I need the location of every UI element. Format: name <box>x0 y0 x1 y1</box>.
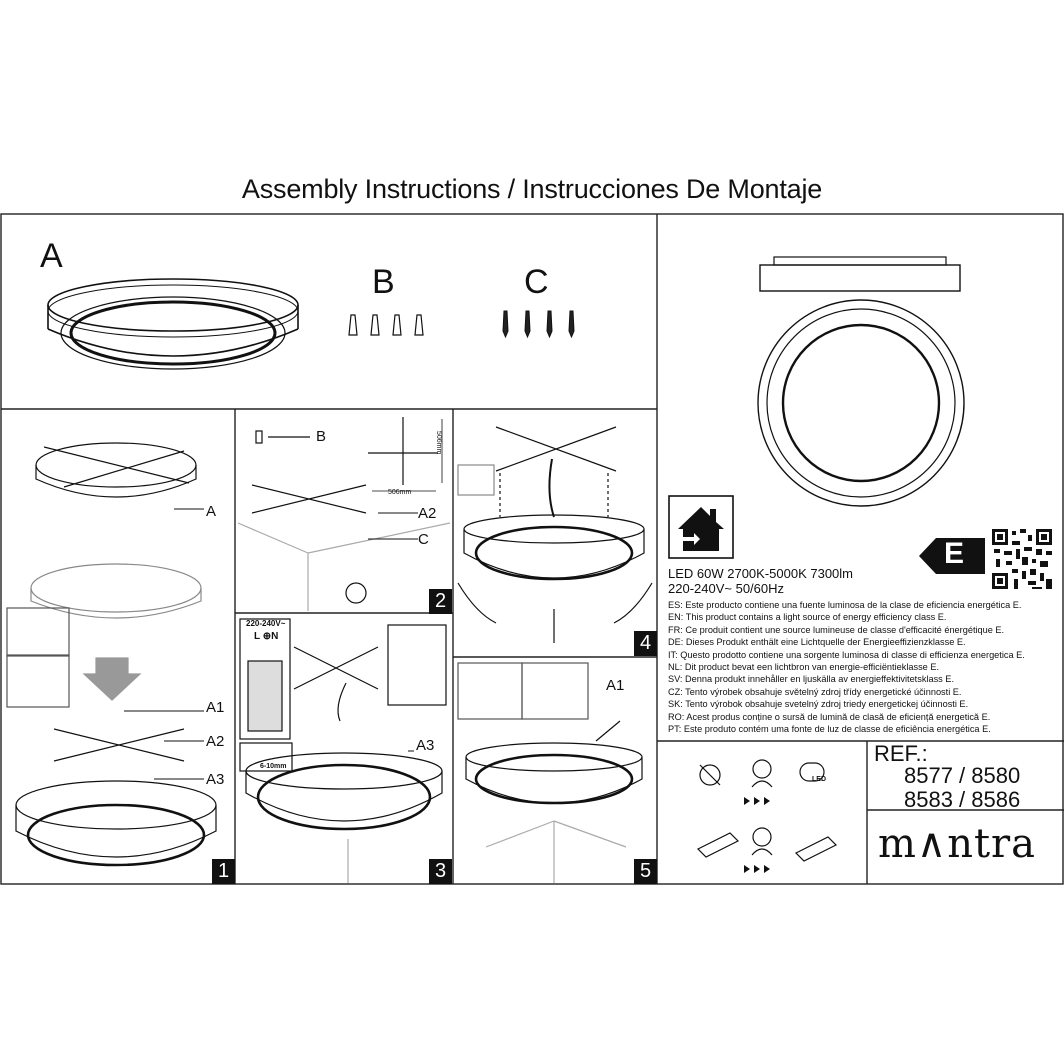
energy-statement-ro: RO: Acest produs conține o sursă de lumi… <box>668 711 991 722</box>
energy-class: E <box>944 537 965 570</box>
part-a-label: A <box>40 237 63 275</box>
energy-statement-sv: SV: Denna produkt innehåller en ljuskäll… <box>668 674 954 685</box>
energy-statement-de: DE: Dieses Produkt enthält eine Lichtque… <box>668 637 966 648</box>
energy-statements: ES: Este producto contiene una fuente lu… <box>668 599 1025 735</box>
energy-label-icon <box>919 538 985 574</box>
step3-number: 3 <box>429 859 452 884</box>
step4-number: 4 <box>634 631 657 656</box>
step2-label-c: C <box>418 531 429 548</box>
step2-dim-width: 506mm <box>388 489 412 496</box>
energy-statement-pt: PT: Este produto contém uma fonte de luz… <box>668 724 991 735</box>
energy-statement-es: ES: Este producto contiene una fuente lu… <box>668 600 1022 610</box>
step3-voltage: 220-240V~ <box>246 619 286 628</box>
wall-plugs-icon <box>348 314 424 336</box>
step2-dim-height: 506mm <box>435 431 442 455</box>
instruction-sheet: A B C <box>0 213 1064 885</box>
ref-line-1: 8577 / 8580 <box>904 763 1021 788</box>
step4-drawing <box>457 426 653 643</box>
energy-statement-it: IT: Questo prodotto contiene una sorgent… <box>668 649 1025 660</box>
energy-statement-nl: NL: Dit product bevat een lichtbron van … <box>668 662 940 673</box>
energy-statement-cz: CZ: Tento výrobek obsahuje světelný zdro… <box>668 686 962 697</box>
energy-statement-en: EN: This product contains a light source… <box>668 612 947 623</box>
spec-line-2: 220-240V~ 50/60Hz <box>668 581 785 596</box>
step1-label-a3: A3 <box>206 771 225 788</box>
led-icon <box>799 762 825 782</box>
ref-label: REF.: <box>874 741 928 766</box>
driver-icon <box>794 836 838 862</box>
brand-logo: m∧ntra <box>878 821 1037 867</box>
step5-number: 5 <box>634 859 657 884</box>
energy-statement-fr: FR: Ce produit contient une source lumin… <box>668 624 1005 635</box>
no-replace-driver-icon <box>696 832 740 858</box>
technician-icon <box>752 759 772 779</box>
service-icons <box>696 759 838 873</box>
step5-label-a1: A1 <box>606 677 625 694</box>
page-title: Assembly Instructions / Instrucciones De… <box>241 174 823 204</box>
part-c-label: C <box>524 263 549 301</box>
step2-label-a2: A2 <box>418 505 437 522</box>
step2-number: 2 <box>429 589 452 614</box>
screws-icon <box>502 310 575 339</box>
step3-label-a3: A3 <box>416 737 435 754</box>
step3-drawing <box>239 618 447 883</box>
spec-line-1: LED 60W 2700K-5000K 7300lm <box>668 566 854 581</box>
step5-drawing <box>457 662 643 883</box>
step3-terminal: L ⊕N <box>254 631 279 642</box>
step2-label-b: B <box>316 428 327 445</box>
house-plug-icon <box>668 495 734 559</box>
step3-strip-length: 6-10mm <box>260 763 287 770</box>
step1-label-a2: A2 <box>206 733 225 750</box>
product-views-drawing <box>757 256 965 507</box>
led-icon-label: LED <box>812 776 826 783</box>
ref-line-2: 8583 / 8586 <box>904 787 1021 812</box>
part-b-label: B <box>372 263 395 301</box>
step1-drawing <box>6 442 217 867</box>
part-a-ring-drawing <box>47 278 299 370</box>
sheet-grid <box>0 213 1064 885</box>
step2-drawing <box>238 417 450 611</box>
qr-code-icon <box>992 529 1052 589</box>
step1-number: 1 <box>212 859 235 884</box>
step1-label-a: A <box>206 503 217 520</box>
energy-statement-sk: SK: Tento výrobok obsahuje svetelný zdro… <box>668 699 969 710</box>
no-replace-icon <box>699 764 721 786</box>
step1-label-a1: A1 <box>206 699 225 716</box>
